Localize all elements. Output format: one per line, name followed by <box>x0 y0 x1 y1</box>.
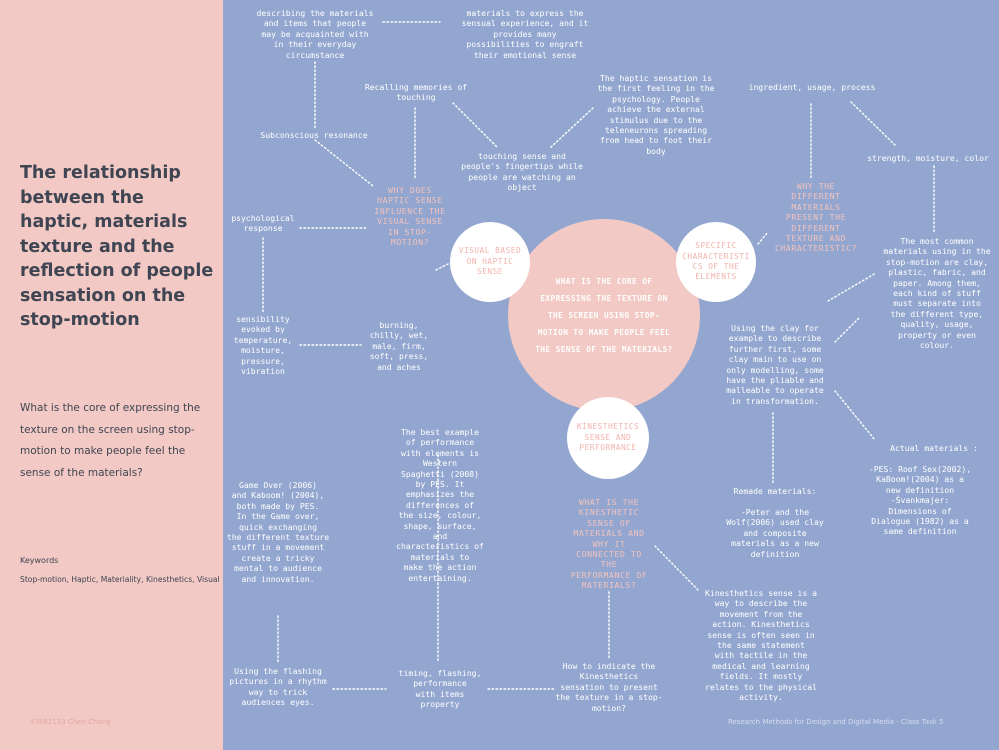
note-sensibility: sensibility evoked by temperature, moist… <box>233 314 293 377</box>
research-question: What is the core of expressing the textu… <box>20 402 201 479</box>
connector-line-14 <box>435 261 453 271</box>
keywords-heading: Keywords <box>20 556 59 565</box>
note-actual-head: Actual materials : <box>890 443 978 453</box>
connector-lines <box>262 21 935 690</box>
note-psychological: psychological response <box>231 213 295 234</box>
note-common-materials: The most common materials using in the s… <box>883 236 991 351</box>
sidebar: The relationship between the haptic, mat… <box>0 0 223 750</box>
note-clay: Using the clay for example to describe f… <box>726 323 824 406</box>
note-flashing-pictures: Using the flashing pictures in a rhythm … <box>229 666 327 708</box>
visual-haptic-label: VISUAL BASED ON HAPTIC SENSE <box>458 246 522 277</box>
note-game-over: Game Over (2006) and Kaboom! (2004), bot… <box>226 480 330 584</box>
connector-line-22 <box>834 390 876 441</box>
central-question-circle: WHAT IS THE CORE OF EXPRESSING THE TEXTU… <box>508 219 700 411</box>
note-touching: touching sense and people's fingertips w… <box>461 151 583 193</box>
page-title: The relationship between the haptic, mat… <box>20 163 214 330</box>
connector-line-10 <box>757 231 769 245</box>
note-recalling: Recalling memories of touching <box>364 82 468 103</box>
question-why-haptic: WHY DOES HAPTIC SENSE INFLUENCE THE VISU… <box>374 185 446 248</box>
central-question-text: WHAT IS THE CORE OF EXPRESSING THE TEXTU… <box>535 276 673 354</box>
kinesthetics-label: KINESTHETICS SENSE AND PERFORMANCE <box>576 422 640 453</box>
connector-line-20 <box>654 545 700 592</box>
note-timing: timing, flashing, performance with items… <box>398 668 482 710</box>
question-what-kinesthetic: WHAT IS THE KINESTHETIC SENSE OF MATERIA… <box>570 497 648 591</box>
connector-line-2 <box>314 139 374 187</box>
connector-line-4 <box>452 102 499 149</box>
note-actual-body: -PES: Roof Sex(2002), KaBoom!(2004) as a… <box>868 464 972 537</box>
specific-characteristics-circle: SPECIFIC CHARACTERISTI CS OF THE ELEMENT… <box>676 222 756 302</box>
specific-characteristics-label: SPECIFIC CHARACTERISTI CS OF THE ELEMENT… <box>682 241 750 282</box>
note-ingredient: ingredient, usage, process <box>748 82 876 92</box>
kinesthetics-circle: KINESTHETICS SENSE AND PERFORMANCE <box>567 397 649 479</box>
note-subconscious: Subconscious resonance <box>260 130 368 140</box>
note-how-indicate: How to indicate the Kinesthetics sensati… <box>555 661 663 713</box>
course-footer: Research Methods for Design and Digital … <box>728 718 944 726</box>
connector-line-7 <box>850 101 896 146</box>
connector-line-23 <box>834 317 860 343</box>
question-why-materials: WHY THE DIFFERENT MATERIALS PRESENT THE … <box>774 181 858 254</box>
note-kinesthetics-sense: Kinesthetics sense is a way to describe … <box>704 588 818 703</box>
note-materials-express: materials to express the sensual experie… <box>461 8 589 60</box>
note-burning: burning, chilly, wet, male, firm, soft, … <box>369 320 429 372</box>
author-id: 43582133 Chen Chang <box>30 718 111 726</box>
note-best-example: The best example of performance with ele… <box>396 427 484 583</box>
note-remade-head: Remade materials: <box>733 486 817 496</box>
keywords-list: Stop-motion, Haptic, Materiality, Kinest… <box>20 575 220 584</box>
note-remade-body: -Peter and the Wolf(2006) used clay and … <box>726 507 824 559</box>
note-describing: describing the materials and items that … <box>256 8 374 60</box>
note-strength: strength, moisture, color <box>867 153 989 163</box>
mindmap-canvas: WHAT IS THE CORE OF EXPRESSING THE TEXTU… <box>223 0 999 750</box>
note-haptic-first: The haptic sensation is the first feelin… <box>597 73 715 156</box>
connector-line-5 <box>549 107 594 149</box>
visual-haptic-circle: VISUAL BASED ON HAPTIC SENSE <box>450 222 530 302</box>
connector-line-9 <box>827 272 877 302</box>
